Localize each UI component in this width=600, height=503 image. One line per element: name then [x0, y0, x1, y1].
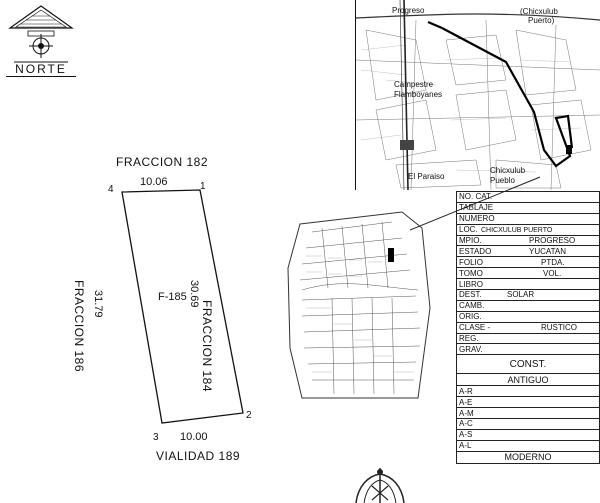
row-const: CONST. [456, 354, 600, 375]
row-orig: ORIG. [456, 310, 600, 323]
map-label-chicxulub-puerto-1: (Chicxulub [520, 7, 558, 16]
lot-polygon [121, 189, 244, 424]
subdivision-drawing [287, 211, 431, 399]
compass-rose-icon [8, 5, 74, 63]
length-top: 10.06 [140, 176, 168, 188]
row-dest: DEST.SOLAR [456, 289, 600, 301]
label-fraccion-186: FRACCION 186 [72, 280, 86, 373]
row-tablaje: TABLAJE [456, 201, 600, 214]
map-label-chicxulub-pueblo-2: Pueblo [490, 176, 515, 185]
length-bottom: 10.00 [180, 431, 208, 443]
row-antiguo: ANTIGUO [456, 373, 600, 387]
row-ae: A-E [456, 396, 600, 409]
map-label-chicxulub-puerto-2: Puerto) [528, 16, 555, 25]
map-border-left [355, 0, 356, 190]
row-camb: CAMB. [456, 299, 600, 312]
map-label-chicxulub-pueblo-1: Chicxulub [490, 166, 526, 175]
label-fraccion-184: FRACCION 184 [200, 300, 214, 393]
row-as: A-S [456, 428, 600, 441]
row-grav: GRAV. [456, 343, 600, 356]
subdivision-plan [282, 208, 432, 404]
vertex-3: 3 [153, 432, 159, 443]
vertex-4: 4 [108, 184, 114, 195]
location-map: Progreso (Chicxulub Puerto) Campestre Fl… [356, 0, 600, 190]
map-label-el-paraiso: El Paraiso [408, 172, 445, 181]
row-numero: NUMERO [456, 212, 600, 225]
row-reg: REG. [456, 332, 600, 345]
row-ar: A-R [456, 385, 600, 398]
map-drawing [356, 0, 600, 190]
row-clase: CLASE -RUSTICO [456, 321, 600, 334]
lot-id: F-185 [158, 291, 187, 303]
row-no-cat: NO. CAT. [456, 191, 600, 203]
row-am: A-M [456, 407, 600, 420]
row-moderno: MODERNO [456, 450, 600, 464]
label-vialidad-189: VIALIDAD 189 [156, 449, 241, 463]
map-label-campestre-2: Flamboyanes [394, 90, 443, 99]
cadastral-info-table: NO. CAT. TABLAJE NUMERO LOC.CHICXULUB PU… [456, 191, 600, 464]
north-label: NORTE [15, 62, 67, 76]
vertex-1: 1 [200, 181, 206, 192]
selected-lot-marker [388, 248, 394, 262]
row-ac: A-C [456, 418, 600, 430]
row-libro: LIBRO [456, 278, 600, 291]
north-emblem: NORTE [6, 4, 76, 78]
length-right: 30.69 [188, 280, 200, 308]
row-al: A-L [456, 439, 600, 452]
label-fraccion-182: FRACCION 182 [116, 155, 209, 169]
row-loc: LOC.CHICXULUB PUERTO [456, 223, 600, 236]
length-left: 31.79 [92, 290, 104, 318]
seal-emblem-icon [355, 468, 405, 503]
vertex-2: 2 [246, 410, 252, 421]
map-label-progreso: Progreso [392, 6, 425, 15]
map-label-campestre-1: Campestre [394, 80, 434, 89]
row-mpio: MPIO.PROGRESO [456, 234, 600, 247]
